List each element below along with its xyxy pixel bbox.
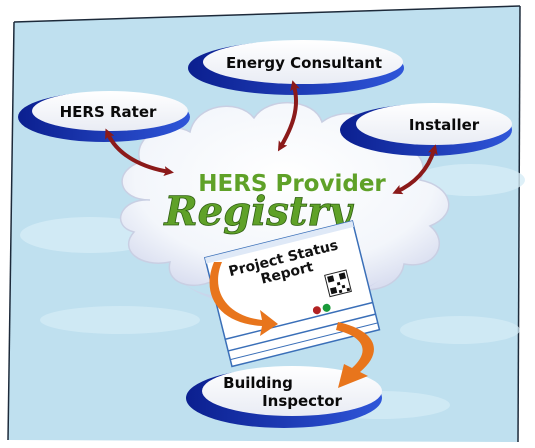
arrow-hers-rater-registry <box>105 128 174 177</box>
node-energy-consultant: Energy Consultant <box>188 40 404 95</box>
node-building-inspector: Building Inspector <box>186 366 382 428</box>
hers-rater-label: HERS Rater <box>60 103 157 121</box>
node-hers-rater: HERS Rater <box>18 91 190 142</box>
building-inspector-label-line2: Inspector <box>262 392 342 410</box>
arrow-report-to-inspector <box>336 322 374 388</box>
status-dot-red <box>312 306 321 315</box>
connector-arrows <box>105 80 438 195</box>
arrow-registry-to-report <box>209 262 278 336</box>
qr-code-icon <box>324 269 352 298</box>
project-status-report-card: Project Status Report <box>203 220 381 368</box>
installer-label: Installer <box>409 116 480 134</box>
building-inspector-label-line1: Building <box>223 374 293 392</box>
arrow-installer-registry <box>392 144 438 195</box>
status-dot-green <box>322 303 331 312</box>
orange-arrows <box>209 262 374 388</box>
node-installer: Installer <box>340 103 512 156</box>
arrow-energy-consultant-registry <box>277 80 300 152</box>
registry-title-line2: Registry <box>163 188 354 235</box>
energy-consultant-label: Energy Consultant <box>226 54 382 72</box>
registry-title-line1: HERS Provider <box>198 171 386 197</box>
